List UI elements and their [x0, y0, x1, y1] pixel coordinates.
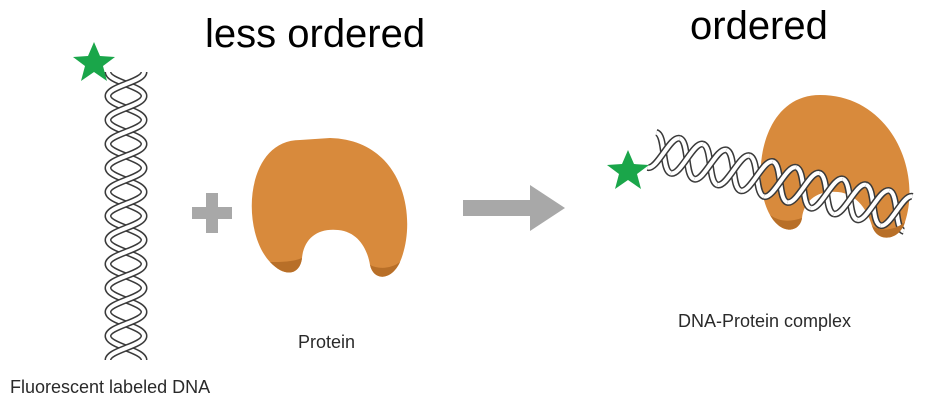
- label-fluorescent-dna: Fluorescent labeled DNA: [10, 378, 210, 396]
- dna-strand: [108, 72, 144, 360]
- label-protein: Protein: [298, 333, 355, 351]
- label-complex: DNA-Protein complex: [678, 312, 851, 330]
- star-icon: [607, 150, 649, 189]
- complex-group: [607, 95, 913, 238]
- plus-icon: [192, 193, 232, 233]
- title-less-ordered: less ordered: [205, 14, 425, 54]
- arrow-right-icon: [463, 185, 565, 231]
- protein-shape: [252, 138, 407, 277]
- title-ordered: ordered: [690, 6, 828, 46]
